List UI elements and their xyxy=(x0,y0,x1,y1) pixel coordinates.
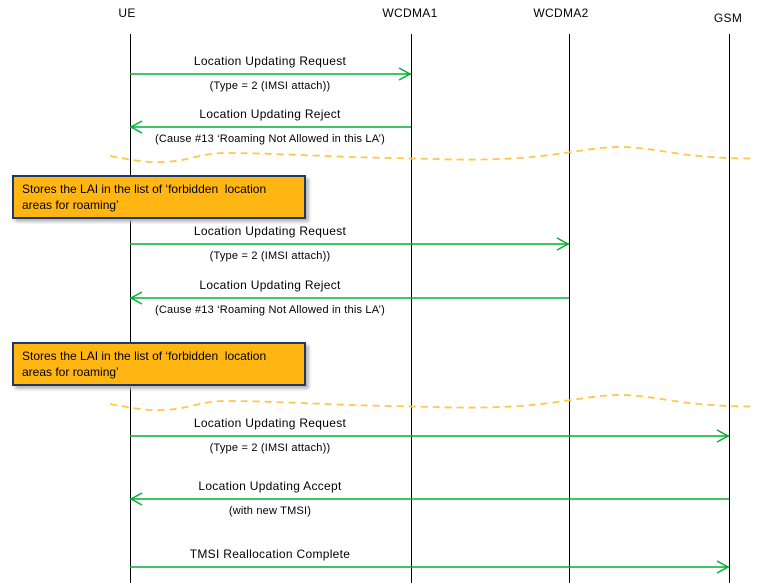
lifeline-gsm xyxy=(729,34,730,583)
message-label: Location Updating Request xyxy=(193,416,347,430)
message-label: Location Updating Request xyxy=(193,224,347,238)
participant-label-wcdma1: WCDMA1 xyxy=(382,6,438,20)
message-arrow xyxy=(129,291,569,305)
message-label: Location Updating Request xyxy=(193,54,347,68)
separator-wave xyxy=(109,394,756,412)
note-box: Stores the LAI in the list of ‘forbidden… xyxy=(12,342,306,386)
message-sublabel: (Type = 2 (IMSI attach)) xyxy=(209,250,331,262)
message-arrow xyxy=(130,67,412,81)
message-label: Location Updating Reject xyxy=(199,107,341,121)
message-label: Location Updating Accept xyxy=(198,479,342,493)
message-arrow xyxy=(129,492,729,506)
message-arrow xyxy=(130,429,730,443)
participant-label-gsm: GSM xyxy=(713,11,743,25)
note-box: Stores the LAI in the list of ‘forbidden… xyxy=(12,175,306,219)
message-sublabel: (Cause #13 ‘Roaming Not Allowed in this … xyxy=(155,133,385,145)
message-label: Location Updating Reject xyxy=(199,278,341,292)
message-sublabel: (with new TMSI) xyxy=(228,505,312,517)
participant-label-wcdma2: WCDMA2 xyxy=(533,6,589,20)
lifeline-wcdma1 xyxy=(411,34,412,583)
message-label: TMSI Reallocation Complete xyxy=(189,547,351,561)
message-sublabel: (Type = 2 (IMSI attach)) xyxy=(209,80,331,92)
message-sublabel: (Cause #13 ‘Roaming Not Allowed in this … xyxy=(155,304,385,316)
message-arrow xyxy=(130,237,570,251)
message-sublabel: (Type = 2 (IMSI attach)) xyxy=(209,442,331,454)
separator-wave xyxy=(109,146,756,164)
message-arrow xyxy=(130,560,730,574)
lifeline-ue xyxy=(130,34,131,583)
lifeline-wcdma2 xyxy=(569,34,570,583)
participant-label-ue: UE xyxy=(118,6,136,20)
message-arrow xyxy=(129,120,411,134)
